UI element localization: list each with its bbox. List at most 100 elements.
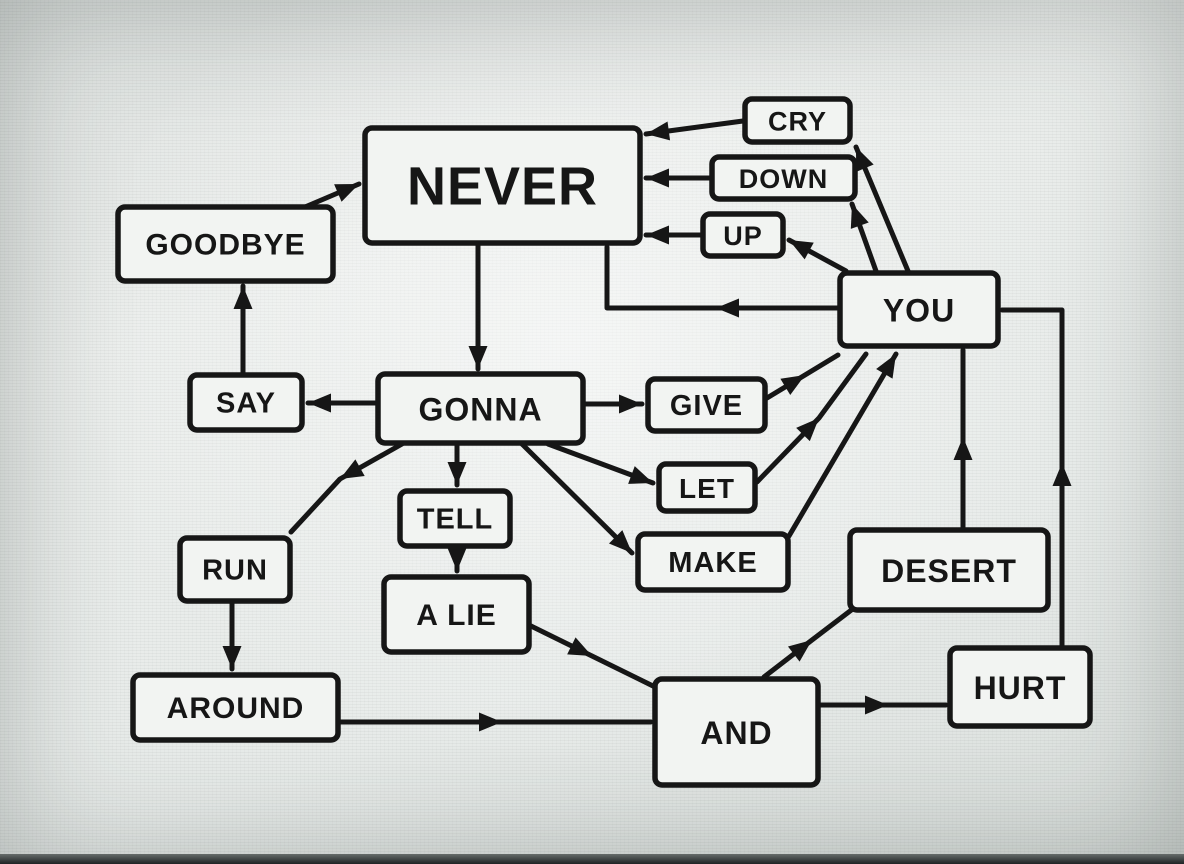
node-box-desert (847, 527, 1051, 613)
arrowhead-tell-to-alie (447, 548, 467, 571)
node-box-run (177, 535, 293, 604)
arrowhead-run-to-around (222, 646, 242, 669)
node-make: MAKE (635, 531, 791, 593)
node-run: RUN (177, 535, 293, 604)
edge-never-to-gonna (468, 242, 488, 372)
edge-run-to-around (222, 599, 242, 672)
edge-line (786, 351, 899, 539)
edge-tell-to-alie (447, 544, 467, 574)
edge-goodbye-to-never (302, 181, 362, 210)
node-label-give: GIVE (670, 390, 743, 422)
node-around: AROUND (130, 672, 341, 743)
node-label-run: RUN (202, 555, 268, 587)
edge-line (519, 441, 635, 556)
arrowhead-gonna-to-run (340, 459, 365, 479)
node-box-around (130, 672, 341, 743)
edge-hurt-to-you (999, 307, 1072, 649)
arrowhead-up-to-never (646, 225, 669, 245)
node-box-hurt (947, 645, 1093, 729)
node-gonna: GONNA (375, 371, 586, 446)
node-label-make: MAKE (668, 547, 757, 579)
node-label-desert: DESERT (881, 553, 1017, 589)
arrowhead-desert-to-you (953, 437, 973, 460)
edge-and-to-hurt (817, 695, 949, 715)
arrowhead-never-to-gonna (468, 346, 488, 369)
node-label-you: YOU (883, 293, 955, 329)
edge-you-to-cry (853, 144, 911, 274)
arrowhead-gonna-to-let (628, 466, 653, 484)
node-label-up: UP (723, 221, 763, 251)
node-label-never: NEVER (407, 157, 598, 217)
node-box-gonna (375, 371, 586, 446)
arrowhead-you-to-up (789, 240, 814, 260)
node-say: SAY (187, 372, 305, 433)
node-and: AND (652, 676, 821, 788)
node-desert: DESERT (847, 527, 1051, 613)
node-box-alie (381, 574, 532, 655)
node-box-goodbye (115, 204, 336, 284)
node-hurt: HURT (947, 645, 1093, 729)
node-label-goodbye: GOODBYE (145, 229, 305, 262)
arrowhead-gonna-to-make (608, 530, 632, 553)
edge-you-to-up (786, 237, 849, 274)
arrowhead-you-to-cry (856, 147, 874, 172)
edge-gonna-to-tell (447, 441, 467, 488)
edge-line (604, 244, 841, 311)
node-box-never (362, 125, 643, 246)
edge-up-to-never (643, 225, 704, 245)
arrowhead-alie-to-and (567, 637, 592, 656)
arrowhead-give-to-you (780, 375, 805, 396)
node-tell: TELL (397, 488, 513, 549)
node-box-down (709, 154, 858, 202)
arrowhead-and-to-desert (787, 640, 812, 662)
arrowhead-goodbye-to-never (334, 184, 359, 202)
node-label-cry: CRY (768, 107, 827, 137)
arrowhead-make-to-you (876, 354, 896, 379)
node-box-cry (742, 96, 853, 145)
node-box-tell (397, 488, 513, 549)
node-label-alie: A LIE (416, 599, 497, 632)
edge-desert-to-you (953, 347, 973, 531)
node-alie: A LIE (381, 574, 532, 655)
edge-cry-to-never (643, 118, 746, 141)
arrowhead-around-to-and (479, 712, 502, 732)
node-box-up (700, 211, 786, 259)
edge-say-to-goodbye (233, 283, 253, 376)
node-box-let (656, 461, 758, 514)
node-label-hurt: HURT (974, 670, 1067, 706)
arrowhead-gonna-to-say (308, 393, 331, 413)
node-goodbye: GOODBYE (115, 204, 336, 284)
node-label-tell: TELL (417, 504, 494, 536)
node-never: NEVER (362, 125, 643, 246)
node-up: UP (700, 211, 786, 259)
node-label-down: DOWN (739, 164, 828, 194)
node-label-gonna: GONNA (418, 392, 542, 428)
edge-line (999, 307, 1065, 649)
edge-let-to-you (754, 351, 869, 485)
node-box-give (645, 376, 768, 434)
arrowhead-gonna-to-tell (447, 462, 467, 485)
edge-gonna-to-say (305, 393, 379, 413)
edge-down-to-never (643, 168, 713, 188)
node-give: GIVE (645, 376, 768, 434)
arrowhead-down-to-never (646, 168, 669, 188)
node-box-and (652, 676, 821, 788)
edge-gonna-to-let (545, 441, 656, 486)
edge-gonna-to-run (288, 441, 405, 535)
node-box-make (635, 531, 791, 593)
arrowhead-let-to-you (796, 418, 819, 442)
arrowhead-gonna-to-give (619, 394, 642, 414)
arrowhead-you-to-down (850, 204, 869, 229)
node-box-say (187, 372, 305, 433)
arrowhead-say-to-goodbye (233, 286, 253, 309)
photo-bottom-edge (0, 854, 1184, 864)
node-label-let: LET (679, 473, 735, 504)
edge-gonna-to-give (582, 394, 645, 414)
node-label-say: SAY (216, 388, 276, 420)
arrowhead-hurt-to-you (1052, 463, 1072, 486)
edge-give-to-you (764, 352, 841, 401)
edge-make-to-you (786, 351, 899, 539)
node-label-around: AROUND (167, 692, 305, 725)
